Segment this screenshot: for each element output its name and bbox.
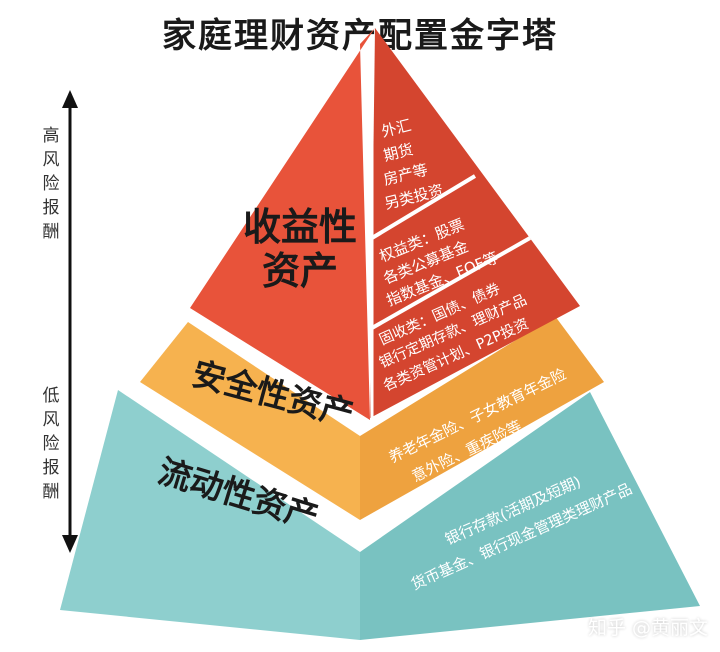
return-face-right — [370, 28, 580, 418]
watermark: 知乎 @黄丽文 — [587, 617, 708, 639]
return-layer — [190, 28, 580, 420]
high-risk-label: 高 风 险 报 酬 — [42, 126, 60, 242]
arrow-down-icon — [62, 535, 78, 553]
return-layer-label-2: 资产 — [262, 249, 338, 293]
liquidity-layer — [60, 390, 700, 640]
liquidity-face-right — [360, 392, 700, 640]
low-risk-label: 低 风 险 报 酬 — [42, 386, 60, 502]
safety-face-right — [360, 316, 604, 520]
box-divider-1 — [370, 174, 477, 240]
safety-face-left — [140, 322, 360, 520]
return-face-left — [190, 28, 375, 420]
box-divider-2 — [371, 236, 531, 330]
liquidity-face-left — [60, 390, 360, 640]
return-layer-label-1: 收益性 — [243, 205, 357, 249]
safety-layer — [140, 316, 604, 520]
arrow-up-icon — [62, 90, 78, 108]
page-title: 家庭理财资产配置金字塔 — [162, 16, 558, 56]
